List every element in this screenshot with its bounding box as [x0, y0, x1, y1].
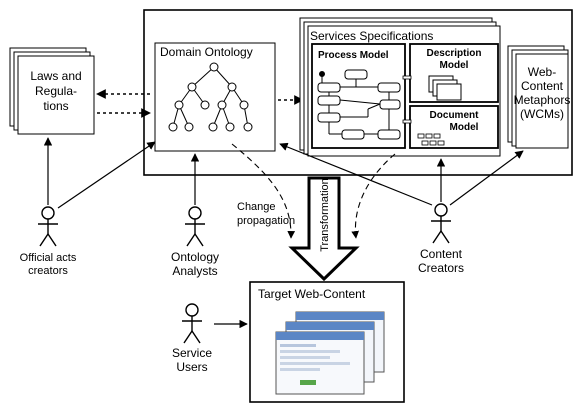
- wcm-label-line1: Web-: [528, 65, 556, 79]
- service-users-label-line1: Service: [172, 346, 212, 360]
- domain-ontology-title: Domain Ontology: [160, 45, 253, 59]
- document-tree-icon: [417, 133, 445, 146]
- transformation-label: Transformation: [319, 178, 331, 252]
- official-acts-label-line1: Official acts: [20, 252, 77, 264]
- service-users-label-line2: Users: [176, 360, 207, 374]
- ontology-analysts-actor: [185, 206, 205, 247]
- laws-label-line2: Regula-: [35, 84, 77, 98]
- description-model-label-line1: Description: [426, 48, 481, 59]
- wcm-label-line3: Metaphors: [514, 93, 571, 107]
- laws-label-line3: tions: [43, 99, 68, 113]
- change-propagation-left-curve: [231, 143, 296, 239]
- services-title: Services Specifications: [310, 29, 433, 43]
- ontology-analysts-label-line2: Analysts: [172, 264, 217, 278]
- description-model-label-line2: Model: [440, 60, 469, 71]
- service-users-actor: [182, 303, 202, 344]
- wcm-label-line4: (WCMs): [520, 107, 564, 121]
- official-acts-label-line2: creators: [28, 265, 68, 277]
- content-to-wcm-arrow: [449, 150, 524, 206]
- wcm-label-line2: Content: [521, 79, 564, 93]
- domain-ontology-box: Domain Ontology: [154, 42, 276, 152]
- wcm-box: Web- Content Metaphors (WCMs): [507, 45, 571, 149]
- change-propagation-label-line1: Change: [237, 201, 276, 213]
- content-creators-actor: [431, 203, 451, 244]
- transformation-arrow: [288, 176, 360, 282]
- target-title: Target Web-Content: [258, 287, 366, 301]
- document-model-label-line2: Model: [450, 122, 479, 133]
- change-propagation-label-line2: propagation: [237, 215, 295, 227]
- change-propagation-right-curve: [351, 153, 396, 239]
- target-web-content-box: Target Web-Content: [249, 281, 405, 403]
- ontology-analysts-label-line1: Ontology: [171, 250, 219, 264]
- content-creators-label-line2: Creators: [418, 261, 464, 275]
- ontology-tree-icon: [168, 62, 253, 132]
- web-pages-stack-icon: [275, 311, 385, 395]
- description-pages-icon: [428, 75, 462, 101]
- official-to-ontology-arrow: [57, 141, 156, 209]
- laws-label-line1: Laws and: [30, 69, 81, 83]
- process-model-label: Process Model: [318, 50, 389, 61]
- content-to-ontology-arrow: [279, 142, 433, 206]
- process-flow-icon: [317, 69, 401, 140]
- services-specifications-box: Services Specifications Process Model: [299, 17, 501, 157]
- document-model-label-line1: Document: [430, 110, 480, 121]
- laws-regulations-box: Laws and Regula- tions: [9, 47, 95, 135]
- content-creators-label-line1: Content: [420, 247, 463, 261]
- official-acts-actor: [38, 206, 58, 247]
